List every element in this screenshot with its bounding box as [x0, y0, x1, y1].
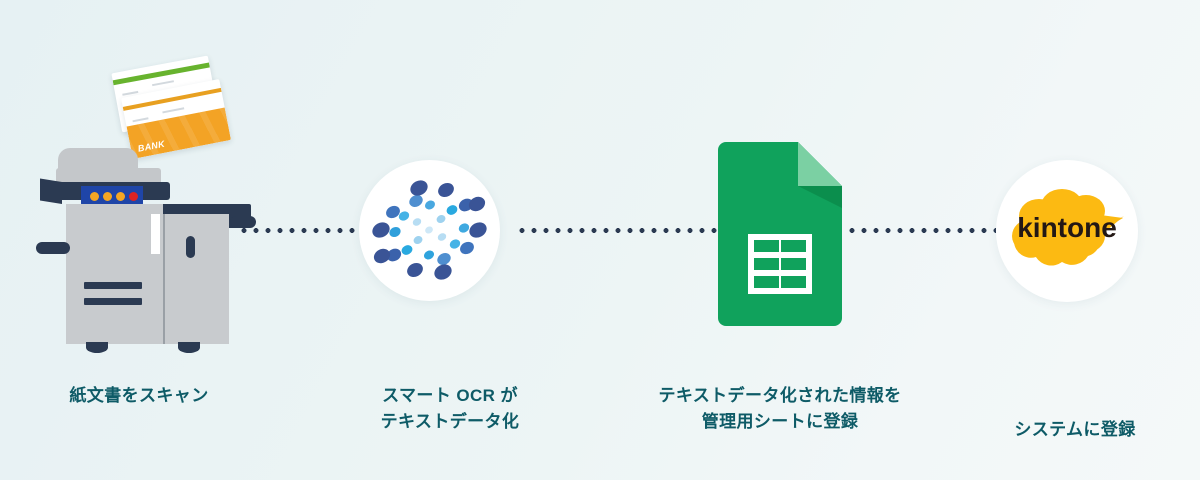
step-caption-kintone: システムに登録 — [1014, 420, 1136, 439]
ocr-dot — [389, 226, 401, 238]
document-text-line — [151, 80, 174, 87]
printer-body — [66, 204, 163, 344]
printer-wheel — [178, 342, 200, 353]
kintone-cloud-logo: kintone — [1012, 189, 1124, 266]
ocr-dot — [449, 239, 461, 249]
ocr-dot — [425, 226, 433, 234]
printer-wheel — [86, 342, 108, 353]
printer-feed-left-wing — [40, 178, 62, 204]
smart-ocr-badge — [359, 160, 500, 301]
ocr-dot — [458, 198, 474, 212]
spreadsheet-icon — [718, 142, 842, 326]
step-caption-ocr: スマート OCR が テキストデータ化 — [380, 386, 520, 432]
printer-output-tray-tip — [230, 216, 256, 228]
ocr-dot — [468, 196, 486, 212]
ocr-dot — [458, 223, 470, 233]
printer-panel-stop-button — [129, 192, 138, 201]
ocr-dot — [424, 250, 434, 260]
ocr-dot — [386, 205, 400, 219]
printer-door-handle — [186, 236, 195, 258]
ocr-dot — [407, 263, 423, 277]
ocr-dot — [434, 264, 452, 280]
ocr-dot — [409, 195, 423, 207]
printer-body-right — [163, 214, 229, 344]
ocr-dot — [413, 236, 423, 244]
ocr-dot — [437, 253, 451, 265]
spreadsheet-svg — [718, 142, 842, 326]
ocr-dot — [372, 222, 390, 238]
kintone-wordmark: kintone — [1017, 212, 1117, 243]
ocr-dot — [425, 200, 435, 210]
step-caption-scan: 紙文書をスキャン — [69, 386, 209, 405]
document-text-line — [162, 107, 185, 114]
ocr-dot — [386, 248, 402, 262]
printer-scanner-icon: BANK — [18, 55, 258, 353]
printer-drawer-handle — [84, 282, 142, 289]
step-caption-sheet: テキストデータ化された情報を 管理用シートに登録 — [658, 386, 902, 432]
ocr-dot — [469, 222, 487, 238]
ocr-dot — [401, 245, 413, 255]
ocr-dot — [373, 248, 391, 264]
connector-scan-to-ocr — [238, 228, 364, 233]
ocr-dot — [412, 218, 422, 226]
ocr-dot — [410, 180, 428, 196]
printer-side-tray — [36, 242, 70, 254]
printer-panel-button — [103, 192, 112, 201]
connector-sheet-to-kintone — [846, 228, 996, 233]
ocr-dot — [446, 205, 458, 215]
document-text-line — [132, 117, 149, 123]
ocr-dot — [438, 183, 454, 197]
ocr-dot — [436, 215, 446, 223]
printer-panel-button — [90, 192, 99, 201]
ocr-dot — [460, 241, 474, 255]
printer-paper-output — [151, 214, 160, 254]
smart-ocr-dots-icon — [372, 180, 487, 280]
printer-panel-button — [116, 192, 125, 201]
printer-drawer-handle — [84, 298, 142, 305]
connector-ocr-to-sheet — [516, 228, 720, 233]
kintone-badge: kintone — [996, 160, 1138, 302]
ocr-dot — [398, 211, 410, 221]
ocr-dot — [437, 233, 447, 241]
